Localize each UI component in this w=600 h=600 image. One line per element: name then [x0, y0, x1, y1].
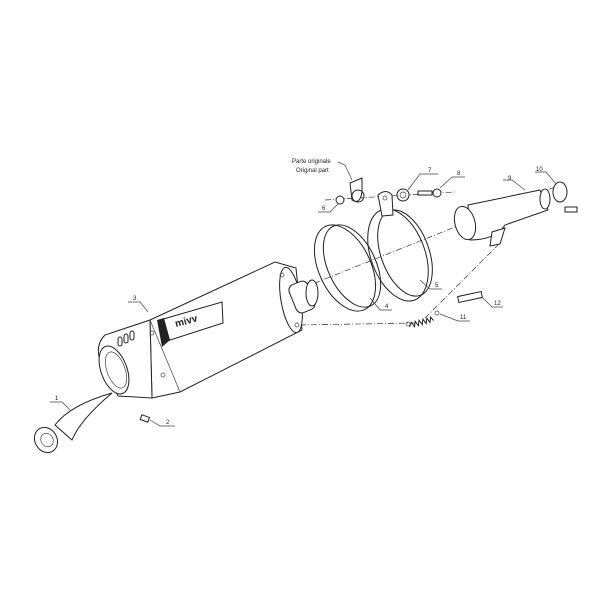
callout-12: 12 — [494, 301, 501, 307]
part-8-bolt — [417, 188, 442, 198]
callout-5: 5 — [435, 283, 439, 289]
original-part-note-en: Original part — [296, 168, 329, 174]
callout-1: 1 — [55, 396, 59, 402]
part-2-screw — [139, 414, 151, 423]
part-4-clamp-band — [313, 224, 382, 312]
bracket-axis-line — [424, 244, 499, 319]
callout-7: 7 — [428, 168, 432, 174]
part-10-clamp — [552, 181, 578, 213]
vent-slots — [117, 330, 135, 347]
part-11-spring — [405, 310, 440, 328]
original-part-ring — [351, 189, 365, 203]
callout-3: 3 — [133, 296, 137, 302]
callout-10: 10 — [536, 167, 543, 173]
callout-8: 8 — [457, 171, 461, 177]
part-12-tube — [457, 290, 483, 304]
original-part-note-it: Parte originale — [292, 159, 331, 165]
part-9-link-pipe — [453, 188, 551, 247]
callout-6: 6 — [322, 206, 326, 212]
part-6-nut — [335, 195, 345, 205]
callout-4: 4 — [385, 304, 389, 310]
callout-2: 2 — [166, 420, 170, 426]
callout-11: 11 — [460, 315, 467, 321]
logo-plate: mivv — [157, 301, 224, 347]
spring-axis-line — [299, 322, 416, 326]
part-7-washer — [396, 188, 410, 202]
part-5-bracket-ring — [367, 191, 433, 302]
callout-9: 9 — [508, 176, 512, 182]
part-1-db-killer — [33, 392, 113, 454]
leader-lines — [50, 161, 557, 427]
part-3-silencer: mivv — [97, 261, 319, 399]
